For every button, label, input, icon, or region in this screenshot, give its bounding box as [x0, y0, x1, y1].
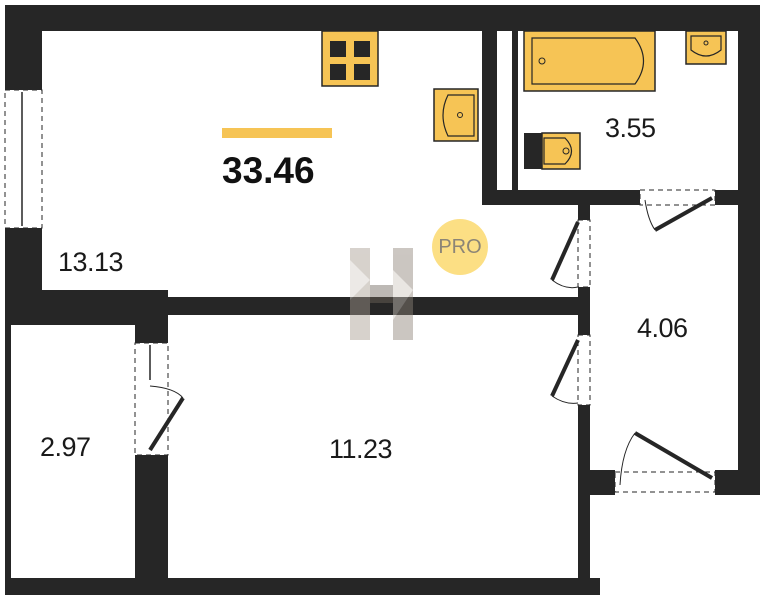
pro-badge: PRO	[432, 219, 488, 275]
door-bathroom	[639, 189, 716, 232]
room-area-storage: 2.97	[40, 432, 91, 462]
door-entrance	[614, 431, 716, 493]
window	[4, 89, 43, 229]
door-bedroom	[550, 334, 591, 406]
watermark-logo	[350, 248, 413, 340]
toilet-icon	[524, 132, 581, 170]
room-area-hallway: 4.06	[637, 313, 688, 343]
stove-icon	[321, 30, 379, 87]
bathroom-sink-icon	[685, 30, 727, 65]
room-area-living: 13.13	[58, 247, 124, 277]
door-storage	[134, 342, 185, 456]
total-area: 33.46	[222, 150, 315, 191]
door-living	[550, 219, 591, 289]
bathtub-icon	[523, 30, 656, 92]
room-area-bedroom: 11.23	[329, 434, 393, 464]
area-bar	[222, 128, 332, 138]
walls	[5, 5, 760, 595]
room-area-bathroom: 3.55	[605, 113, 656, 143]
kitchen-sink-icon	[433, 88, 479, 142]
